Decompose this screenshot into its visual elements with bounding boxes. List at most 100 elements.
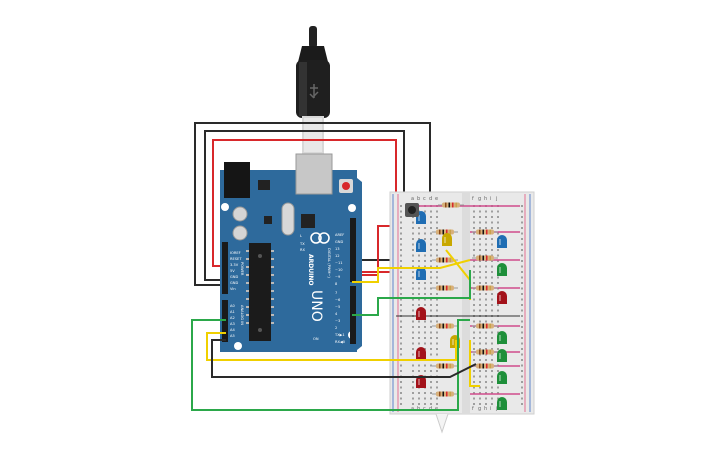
- breadboard-hole[interactable]: [491, 221, 493, 224]
- breadboard-hole[interactable]: [400, 386, 402, 389]
- breadboard-hole[interactable]: [400, 210, 402, 213]
- breadboard-hole[interactable]: [412, 260, 414, 262]
- breadboard-hole[interactable]: [485, 359, 487, 361]
- wire-green[interactable]: [191, 270, 471, 411]
- breadboard-hole[interactable]: [436, 353, 438, 356]
- breadboard-hole[interactable]: [436, 276, 438, 279]
- breadboard-hole[interactable]: [497, 304, 499, 306]
- breadboard-hole[interactable]: [400, 392, 402, 394]
- breadboard-hole[interactable]: [497, 276, 499, 279]
- breadboard-hole[interactable]: [400, 221, 402, 224]
- resistor[interactable]: [432, 391, 458, 397]
- breadboard-hole[interactable]: [521, 320, 523, 323]
- breadboard-hole[interactable]: [424, 342, 426, 345]
- breadboard-hole[interactable]: [491, 386, 493, 389]
- breadboard-hole[interactable]: [521, 232, 523, 235]
- breadboard-hole[interactable]: [497, 309, 499, 312]
- led[interactable]: [497, 331, 507, 344]
- breadboard-hole[interactable]: [485, 386, 487, 389]
- breadboard-hole[interactable]: [436, 293, 438, 295]
- breadboard-hole[interactable]: [473, 375, 475, 378]
- breadboard-hole[interactable]: [400, 342, 402, 345]
- breadboard-hole[interactable]: [412, 342, 414, 345]
- breadboard-hole[interactable]: [491, 381, 493, 383]
- breadboard-hole[interactable]: [418, 227, 420, 229]
- breadboard-hole[interactable]: [521, 249, 523, 251]
- breadboard-hole[interactable]: [430, 282, 432, 284]
- breadboard-hole[interactable]: [479, 304, 481, 306]
- breadboard-hole[interactable]: [479, 392, 481, 394]
- breadboard-hole[interactable]: [479, 238, 481, 240]
- breadboard-hole[interactable]: [412, 397, 414, 400]
- breadboard-hole[interactable]: [436, 386, 438, 389]
- breadboard-hole[interactable]: [412, 287, 414, 290]
- breadboard-hole[interactable]: [491, 304, 493, 306]
- breadboard-hole[interactable]: [430, 287, 432, 290]
- led[interactable]: [497, 397, 507, 410]
- breadboard-hole[interactable]: [491, 238, 493, 240]
- breadboard-hole[interactable]: [436, 221, 438, 224]
- breadboard-hole[interactable]: [418, 282, 420, 284]
- breadboard-hole[interactable]: [412, 265, 414, 268]
- breadboard-hole[interactable]: [436, 298, 438, 301]
- breadboard-hole[interactable]: [412, 293, 414, 295]
- breadboard-hole[interactable]: [430, 381, 432, 383]
- breadboard-hole[interactable]: [491, 331, 493, 334]
- breadboard-hole[interactable]: [400, 353, 402, 356]
- breadboard-hole[interactable]: [430, 331, 432, 334]
- breadboard-hole[interactable]: [473, 386, 475, 389]
- breadboard-hole[interactable]: [418, 293, 420, 295]
- breadboard-hole[interactable]: [485, 397, 487, 400]
- breadboard-hole[interactable]: [436, 403, 438, 405]
- breadboard-hole[interactable]: [491, 249, 493, 251]
- breadboard-hole[interactable]: [430, 348, 432, 350]
- breadboard-hole[interactable]: [485, 342, 487, 345]
- breadboard-hole[interactable]: [412, 227, 414, 229]
- breadboard-hole[interactable]: [479, 386, 481, 389]
- breadboard-hole[interactable]: [418, 320, 420, 323]
- breadboard-hole[interactable]: [485, 381, 487, 383]
- breadboard-hole[interactable]: [485, 216, 487, 218]
- breadboard-hole[interactable]: [400, 403, 402, 405]
- breadboard-hole[interactable]: [436, 304, 438, 306]
- breadboard-hole[interactable]: [418, 265, 420, 268]
- breadboard-hole[interactable]: [412, 221, 414, 224]
- breadboard-hole[interactable]: [424, 260, 426, 262]
- breadboard-hole[interactable]: [436, 337, 438, 339]
- breadboard-hole[interactable]: [412, 386, 414, 389]
- breadboard-hole[interactable]: [430, 397, 432, 400]
- resistor[interactable]: [472, 349, 498, 355]
- breadboard-hole[interactable]: [521, 238, 523, 240]
- breadboard-hole[interactable]: [521, 282, 523, 284]
- breadboard-hole[interactable]: [491, 320, 493, 323]
- breadboard-hole[interactable]: [491, 227, 493, 229]
- breadboard-hole[interactable]: [400, 265, 402, 268]
- breadboard-hole[interactable]: [473, 210, 475, 213]
- breadboard-hole[interactable]: [521, 260, 523, 262]
- breadboard-hole[interactable]: [479, 265, 481, 268]
- breadboard-hole[interactable]: [473, 276, 475, 279]
- breadboard-hole[interactable]: [424, 298, 426, 301]
- led[interactable]: [497, 349, 507, 362]
- breadboard-hole[interactable]: [418, 392, 420, 394]
- breadboard-hole[interactable]: [436, 348, 438, 350]
- breadboard-hole[interactable]: [497, 370, 499, 372]
- breadboard-hole[interactable]: [412, 276, 414, 279]
- breadboard-hole[interactable]: [400, 232, 402, 235]
- breadboard-hole[interactable]: [436, 320, 438, 323]
- breadboard-hole[interactable]: [430, 392, 432, 394]
- breadboard-hole[interactable]: [412, 238, 414, 240]
- breadboard-hole[interactable]: [424, 364, 426, 367]
- breadboard-hole[interactable]: [479, 282, 481, 284]
- breadboard-hole[interactable]: [412, 331, 414, 334]
- breadboard-hole[interactable]: [521, 293, 523, 295]
- breadboard-hole[interactable]: [412, 309, 414, 312]
- breadboard-hole[interactable]: [424, 392, 426, 394]
- breadboard-hole[interactable]: [521, 254, 523, 257]
- breadboard-hole[interactable]: [412, 320, 414, 323]
- breadboard-hole[interactable]: [418, 238, 420, 240]
- breadboard-hole[interactable]: [485, 298, 487, 301]
- breadboard-hole[interactable]: [485, 337, 487, 339]
- breadboard-hole[interactable]: [412, 353, 414, 356]
- led[interactable]: [416, 267, 426, 280]
